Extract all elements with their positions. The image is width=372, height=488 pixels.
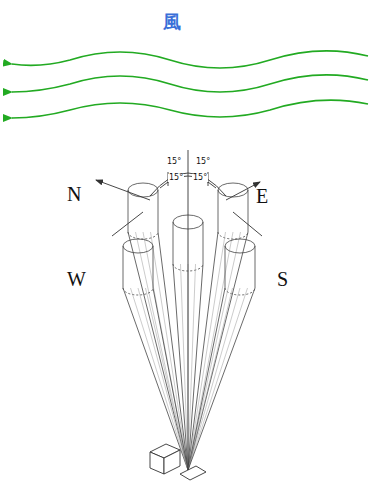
angle-label: 15° — [166, 158, 182, 166]
cylinder-stroke — [153, 288, 188, 470]
cylinder-stroke — [153, 246, 154, 288]
cylinder-stroke — [123, 288, 153, 295]
cylinder-stroke — [188, 232, 241, 470]
cylinder-stroke — [131, 288, 189, 470]
cylinder-stroke — [128, 232, 188, 470]
cylinder-stroke — [225, 288, 255, 295]
cylinder-stroke — [128, 183, 158, 197]
cylinder-stroke — [128, 190, 129, 232]
direction-label: W — [67, 269, 86, 289]
angle-label: 15° — [192, 174, 208, 182]
cylinder-stroke — [188, 288, 233, 470]
cylinder-stroke — [218, 190, 219, 232]
cylinder-stroke — [138, 288, 188, 470]
cylinder-stroke — [255, 246, 256, 288]
cylinder-stroke — [181, 264, 189, 470]
cylinder-stroke — [188, 232, 226, 470]
cylinder-stroke — [188, 232, 218, 470]
wind-title: 風 — [163, 13, 181, 31]
instrument-box — [150, 444, 206, 480]
angle-label: 15° — [195, 158, 211, 166]
cylinder-stroke — [188, 288, 255, 470]
direction-label: S — [277, 269, 288, 289]
cylinder-stroke — [146, 288, 189, 470]
direction-label: N — [67, 184, 81, 204]
cylinder-stroke — [173, 222, 174, 264]
cylinder-stroke — [188, 288, 225, 470]
cylinder-stroke — [123, 288, 188, 470]
axes — [96, 150, 262, 470]
cylinder-stroke — [173, 264, 188, 470]
direction-label: E — [256, 186, 268, 206]
angle-label: 15° — [168, 174, 184, 182]
cylinder-stroke — [218, 183, 248, 197]
cylinder-stroke — [158, 232, 188, 470]
cylinder-stroke — [123, 246, 124, 288]
cylinder-stroke — [188, 232, 248, 470]
cylinder-stroke — [143, 232, 188, 470]
cylinder-stroke — [136, 232, 189, 470]
cylinder-stroke — [188, 288, 240, 470]
sampling-cylinders — [123, 183, 255, 470]
cylinder-stroke — [188, 288, 248, 470]
cylinder-stroke — [158, 190, 159, 232]
cylinder-stroke — [203, 222, 204, 264]
wind-arrows — [12, 51, 368, 118]
cylinder-stroke — [248, 190, 249, 232]
cylinder-stroke — [225, 239, 255, 253]
cylinder-stroke — [151, 232, 189, 470]
cylinder-stroke — [123, 239, 153, 253]
cylinder-stroke — [188, 232, 233, 470]
cylinder-stroke — [225, 246, 226, 288]
